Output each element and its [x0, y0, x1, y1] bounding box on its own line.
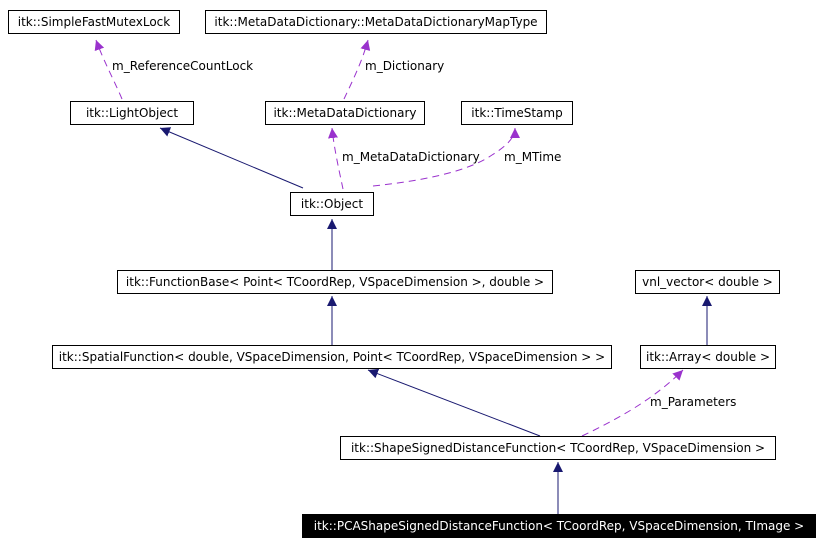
node-spatialfunction[interactable]: itk::SpatialFunction< double, VSpaceDime… — [52, 345, 612, 369]
label-parameters: m_Parameters — [650, 395, 737, 409]
label-mtime: m_MTime — [504, 150, 562, 164]
node-object[interactable]: itk::Object — [290, 192, 374, 216]
edge-object-to-lightobject — [159, 127, 304, 189]
edge-object-to-mdd — [328, 127, 344, 190]
node-shape-signed-distance-function[interactable]: itk::ShapeSignedDistanceFunction< TCoord… — [340, 436, 776, 460]
node-timestamp[interactable]: itk::TimeStamp — [461, 101, 573, 125]
edge-mdd-to-mdmap — [343, 39, 371, 100]
node-simple-fast-mutex-lock[interactable]: itk::SimpleFastMutexLock — [8, 10, 180, 34]
edge-object-to-timestamp — [372, 127, 520, 187]
node-metadatadictionary-maptype[interactable]: itk::MetaDataDictionary::MetaDataDiction… — [205, 10, 547, 34]
node-functionbase[interactable]: itk::FunctionBase< Point< TCoordRep, VSp… — [117, 270, 553, 294]
edge-lightobject-to-mutex — [94, 39, 123, 100]
edge-ssdf-to-spatialfunction — [367, 368, 541, 437]
label-dictionary: m_Dictionary — [365, 59, 445, 73]
edge-ssdf-to-array — [581, 369, 684, 437]
node-vnl-vector[interactable]: vnl_vector< double > — [635, 270, 780, 294]
node-lightobject[interactable]: itk::LightObject — [70, 101, 194, 125]
node-pca-shape-signed-distance-function: itk::PCAShapeSignedDistanceFunction< TCo… — [302, 514, 816, 538]
node-metadatadictionary[interactable]: itk::MetaDataDictionary — [265, 101, 425, 125]
label-meta-data-dictionary: m_MetaDataDictionary — [342, 150, 480, 164]
node-array[interactable]: itk::Array< double > — [640, 345, 776, 369]
label-reference-count-lock: m_ReferenceCountLock — [112, 59, 254, 73]
